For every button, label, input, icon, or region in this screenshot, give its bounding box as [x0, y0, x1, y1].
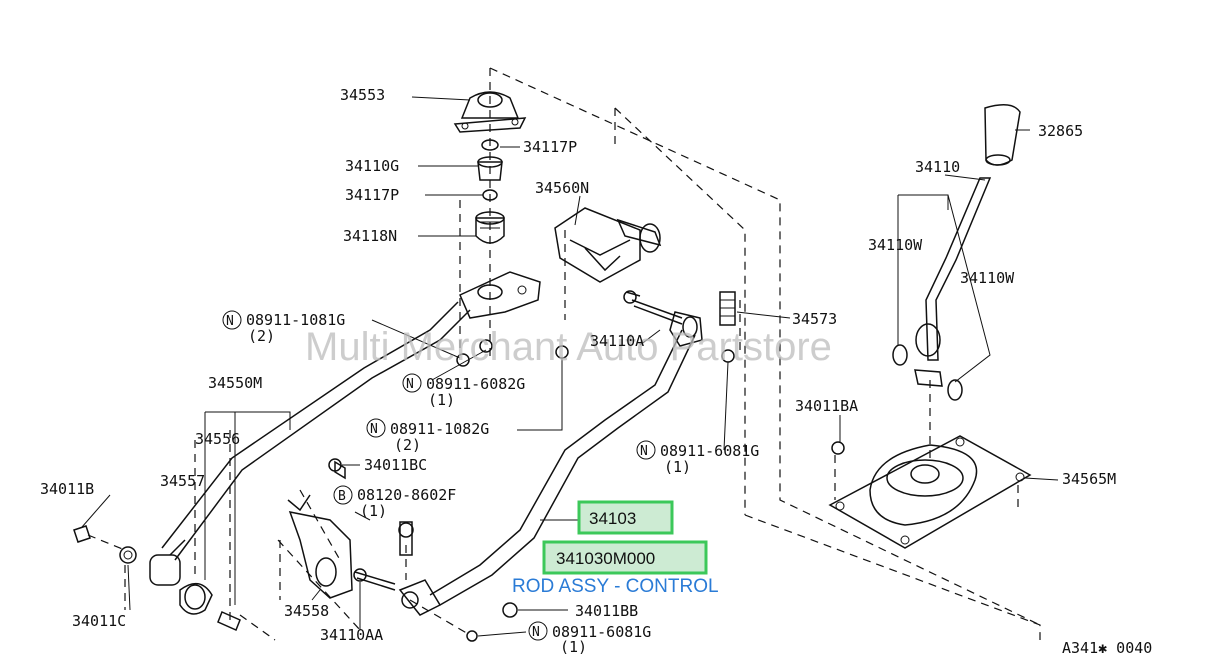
highlight-part-box[interactable] [577, 500, 674, 535]
label-34011c: 34011C [72, 612, 126, 630]
n-symbol-circle [366, 418, 386, 438]
label-08911-1081g-qty: (2) [248, 327, 275, 345]
housing-34565m [828, 435, 1032, 549]
highlight-part-number: 34103 [589, 509, 636, 528]
label-08911-6081g-bottom: 08911-6081G [552, 623, 651, 641]
label-08911-6081g-bottom-qty: (1) [560, 638, 587, 656]
label-34565m: 34565M [1062, 470, 1116, 488]
label-34117p-top: 34117P [523, 138, 577, 156]
upper-bushing-stack [453, 91, 527, 244]
dashed-frames [87, 67, 1041, 641]
control-rod-34103 [398, 311, 703, 616]
label-08120-8602f-qty: (1) [360, 502, 387, 520]
label-34110w-left: 34110W [868, 236, 923, 254]
label-34560n: 34560N [535, 179, 589, 197]
fasteners [328, 290, 845, 642]
label-08911-1082g: 08911-1082G [390, 420, 489, 438]
n-symbol: N [640, 444, 648, 459]
n-symbol-circle [402, 373, 422, 393]
label-34110aa: 34110AA [320, 626, 383, 644]
label-08911-1082g-qty: (2) [394, 436, 421, 454]
label-34550m: 34550M [208, 374, 262, 392]
n-symbol-circle [222, 310, 242, 330]
figure-code: A341✱ 0040 [1062, 639, 1152, 657]
label-34553: 34553 [340, 86, 385, 104]
label-08911-6082g: 08911-6082G [426, 375, 525, 393]
watermark: Multi Merchant Auto Partstore [305, 325, 832, 369]
highlight-callout: 34103 341030M000 ROD ASSY - CONTROL [512, 500, 719, 597]
bracket-34558 [287, 460, 353, 599]
label-08911-6082g-qty: (1) [428, 391, 455, 409]
label-34110a: 34110A [590, 332, 644, 350]
highlight-oem-box[interactable] [542, 540, 708, 575]
highlight-description: ROD ASSY - CONTROL [512, 576, 719, 597]
bracket-34560n [554, 207, 662, 283]
label-34011bb: 34011BB [575, 602, 638, 620]
label-34011b: 34011B [40, 480, 94, 498]
label-34117p-mid: 34117P [345, 186, 399, 204]
n-symbol-circle [528, 621, 548, 641]
label-34557: 34557 [160, 472, 205, 490]
label-34556: 34556 [195, 430, 240, 448]
n-symbol: N [370, 422, 378, 437]
highlight-oem-number: 341030M000 [556, 549, 655, 568]
label-08911-6081g-right: 08911-6081G [660, 442, 759, 460]
bushings-left [73, 525, 241, 632]
part-labels: 34553 34117P 34110G 34117P 34560N 34118N… [40, 86, 1152, 657]
n-symbol-circle [636, 440, 656, 460]
label-34011bc: 34011BC [364, 456, 427, 474]
b-symbol-circle [333, 485, 353, 505]
label-08120-8602f: 08120-8602F [357, 486, 456, 504]
shift-lever-34110 [892, 104, 1021, 401]
n-symbol: N [406, 377, 414, 392]
n-symbol: N [226, 314, 234, 329]
b-symbol: B [338, 489, 346, 504]
label-34011ba: 34011BA [795, 397, 858, 415]
label-34110g: 34110G [345, 157, 399, 175]
leader-lines [81, 96, 1059, 637]
label-34110: 34110 [915, 158, 960, 176]
label-34573: 34573 [792, 310, 837, 328]
label-34118n: 34118N [343, 227, 397, 245]
lever-34550m [149, 271, 541, 586]
label-08911-6081g-right-qty: (1) [664, 458, 691, 476]
label-34110w-right: 34110W [960, 269, 1015, 287]
label-32865: 32865 [1038, 122, 1083, 140]
label-34558: 34558 [284, 602, 329, 620]
label-08911-1081g: 08911-1081G [246, 311, 345, 329]
n-symbol: N [532, 625, 540, 640]
